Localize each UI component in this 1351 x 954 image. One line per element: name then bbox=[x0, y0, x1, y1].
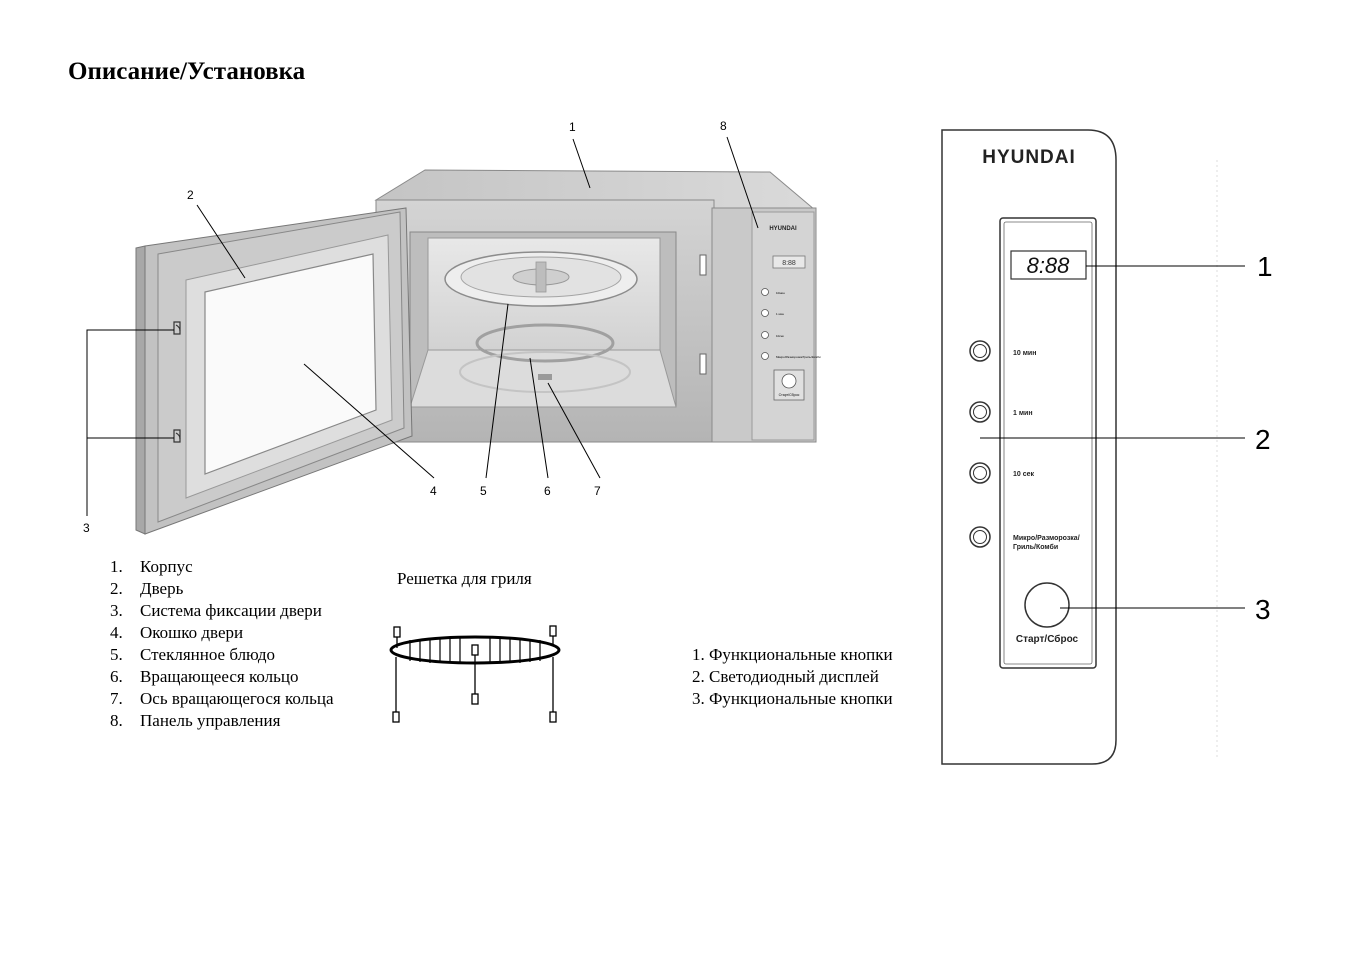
legend-item: 4.Окошко двери bbox=[110, 623, 244, 642]
function-item: 3. Функциональные кнопки bbox=[692, 689, 893, 708]
legend-item: 1.Корпус bbox=[110, 557, 193, 576]
button-10-min-label: 10 мин bbox=[1013, 350, 1036, 357]
led-display bbox=[1010, 250, 1087, 280]
legend-item: 8.Панель управления bbox=[110, 711, 281, 730]
grill-rack bbox=[389, 625, 561, 723]
small-panel-btn-label: Микро/Разморозка/Гриль/Комби bbox=[776, 355, 821, 359]
control-panel: HYUNDAI 8:88 10 мин 1 мин 10 сек Микро/Р… bbox=[941, 129, 1273, 765]
button-10-sec[interactable] bbox=[969, 462, 991, 484]
button-10-min[interactable] bbox=[969, 340, 991, 362]
parts-legend: 1.Корпус 2.Дверь 3.Система фиксации двер… bbox=[110, 556, 334, 732]
button-10-sec-label: 10 сек bbox=[1013, 471, 1035, 478]
small-panel-btn-label: 10сек bbox=[776, 334, 785, 338]
microwave-body: HYUNDAI 8:88 10мин 1 мин 10сек Микро/Раз… bbox=[374, 169, 821, 443]
button-1-min[interactable] bbox=[969, 401, 991, 423]
callout-5: 5 bbox=[480, 484, 487, 498]
start-reset-label: Старт/Сброс bbox=[1016, 633, 1079, 645]
button-mode-label: Гриль/Комби bbox=[1013, 543, 1058, 551]
panel-functions-list: 1. Функциональные кнопки 2. Светодиодный… bbox=[692, 644, 893, 710]
small-panel-btn-label: 1 мин bbox=[776, 312, 784, 316]
grill-rack-title: Решетка для гриля bbox=[397, 569, 532, 588]
callout-2: 2 bbox=[187, 188, 194, 202]
panel-callout-3: 3 bbox=[1255, 594, 1271, 625]
button-mode-label: Микро/Разморозка/ bbox=[1013, 535, 1080, 542]
led-display-value: 8:88 bbox=[1027, 253, 1071, 278]
control-panel-brand: HYUNDAI bbox=[982, 147, 1076, 168]
button-1-min-label: 1 мин bbox=[1013, 410, 1033, 417]
legend-item: 7.Ось вращающегося кольца bbox=[110, 689, 334, 708]
leader-lines bbox=[86, 136, 759, 516]
callout-3: 3 bbox=[83, 521, 90, 535]
callout-7: 7 bbox=[594, 484, 601, 498]
legend-item: 2.Дверь bbox=[110, 579, 184, 598]
start-reset-button[interactable] bbox=[1024, 582, 1070, 628]
small-panel-display: 8:88 bbox=[782, 260, 796, 267]
callout-8: 8 bbox=[720, 119, 727, 133]
small-panel-start-label: Старт/Сброс bbox=[779, 393, 800, 397]
door-window bbox=[204, 253, 377, 475]
rotating-ring bbox=[475, 323, 615, 363]
callout-6: 6 bbox=[544, 484, 551, 498]
small-panel-btn-label: 10мин bbox=[776, 291, 785, 295]
button-mode[interactable] bbox=[969, 526, 991, 548]
panel-callout-2: 2 bbox=[1255, 424, 1271, 455]
small-panel-brand: HYUNDAI bbox=[769, 226, 797, 232]
function-item: 1. Функциональные кнопки bbox=[692, 645, 893, 664]
legend-item: 5.Стеклянное блюдо bbox=[110, 645, 276, 664]
legend-item: 3.Система фиксации двери bbox=[110, 601, 322, 620]
callout-4: 4 bbox=[430, 484, 437, 498]
panel-callout-1: 1 bbox=[1257, 251, 1273, 282]
legend-item: 6.Вращающееся кольцо bbox=[110, 667, 299, 686]
function-item: 2. Светодиодный дисплей bbox=[692, 667, 879, 686]
microwave-door bbox=[135, 207, 413, 535]
callout-1: 1 bbox=[569, 120, 576, 134]
page-title: Описание/Установка bbox=[68, 58, 306, 85]
